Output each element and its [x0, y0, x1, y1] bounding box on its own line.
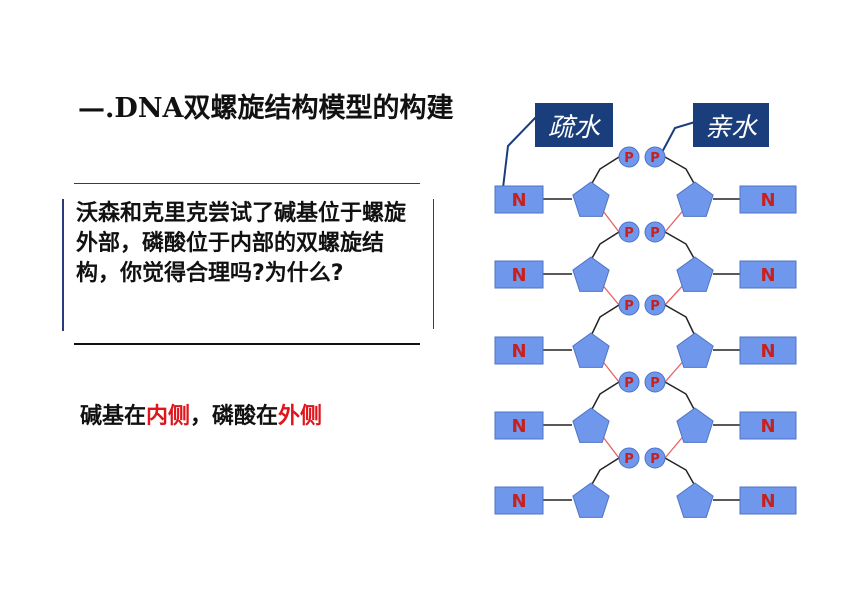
- base-right: [739, 411, 797, 440]
- hydrophilic-label-text: 亲水: [705, 113, 758, 143]
- phosphate-group: [618, 294, 640, 316]
- backbone-link-right: [664, 381, 696, 412]
- backbone-link-left: [590, 457, 620, 487]
- base-label-left: N: [511, 341, 526, 362]
- phosphate-label: P: [650, 151, 660, 166]
- base-label-right: N: [760, 190, 775, 211]
- question-text: 沃森和克里克尝试了碱基位于螺旋外部，磷酸位于内部的双螺旋结构，你觉得合理吗?为什…: [76, 201, 407, 286]
- phosphate-label: P: [624, 151, 634, 166]
- sugar-pentagon-left: [572, 407, 610, 443]
- phosphate-label: P: [650, 299, 660, 314]
- question-box-bottom-border: [74, 343, 420, 345]
- sugar-pentagon-right: [676, 181, 714, 217]
- hydrophobic-label-text: 疏水: [548, 113, 601, 143]
- sugar-pentagon-left: [572, 332, 610, 368]
- phosphate-label: P: [624, 299, 634, 314]
- base-label-right: N: [760, 265, 775, 286]
- base-left: [494, 260, 544, 289]
- base-label-right: N: [760, 341, 775, 362]
- phosphate-label: P: [624, 452, 634, 467]
- phosphate-label: P: [624, 226, 634, 241]
- backbone-link-left: [590, 381, 620, 412]
- answer-part-3: ，磷酸在: [190, 404, 279, 429]
- phosphate-group: [618, 146, 640, 168]
- base-label-right: N: [760, 491, 775, 512]
- hydrophobic-label: 疏水: [535, 103, 613, 147]
- phosphate-group: [644, 447, 666, 469]
- backbone-link-left: [590, 304, 620, 337]
- question-box: 沃森和克里克尝试了碱基位于螺旋外部，磷酸位于内部的双螺旋结构，你觉得合理吗?为什…: [62, 183, 434, 345]
- phosphate-label: P: [624, 376, 634, 391]
- phosphate-label: P: [650, 376, 660, 391]
- base-left: [494, 486, 544, 515]
- answer-part-1: 碱基在: [80, 404, 147, 429]
- base-left: [494, 411, 544, 440]
- dna-ladder: P P P P P P P P P P N N N N N N N N N N: [494, 146, 797, 518]
- question-box-right-border: [433, 199, 434, 329]
- question-box-top-border: [74, 183, 420, 184]
- backbone-link-right: [664, 457, 696, 487]
- base-left: [494, 336, 544, 365]
- backbone-link-left: [590, 231, 620, 261]
- sugar-pentagon-right: [676, 482, 714, 518]
- sugar-pentagon-right: [676, 332, 714, 368]
- sugar-pentagon-right: [676, 256, 714, 292]
- base-right: [739, 260, 797, 289]
- base-label-left: N: [511, 265, 526, 286]
- question-box-left-border: [62, 199, 64, 331]
- backbone-link-left: [590, 156, 620, 186]
- sugar-pentagon-left: [572, 256, 610, 292]
- phosphate-group: [618, 371, 640, 393]
- phosphate-group: [644, 294, 666, 316]
- phosphate-label: P: [650, 226, 660, 241]
- phosphate-group: [644, 221, 666, 243]
- base-right: [739, 486, 797, 515]
- backbone-link-right: [664, 156, 696, 186]
- answer-highlight-inside: 内侧: [146, 404, 191, 429]
- phosphate-group: [644, 146, 666, 168]
- phosphate-group: [618, 221, 640, 243]
- base-left: [494, 185, 544, 214]
- hydrophobic-pointer-line: [502, 115, 538, 189]
- base-right: [739, 336, 797, 365]
- base-label-left: N: [511, 190, 526, 211]
- answer-text: 碱基在内侧，磷酸在外侧: [80, 398, 322, 430]
- phosphate-group: [618, 447, 640, 469]
- sugar-pentagon-left: [572, 482, 610, 518]
- backbone-link-right: [664, 304, 696, 337]
- base-label-left: N: [511, 416, 526, 437]
- base-right: [739, 185, 797, 214]
- sugar-pentagon-left: [572, 181, 610, 217]
- base-label-left: N: [511, 491, 526, 512]
- base-label-right: N: [760, 416, 775, 437]
- hydrophilic-label: 亲水: [693, 103, 769, 147]
- answer-highlight-outside: 外侧: [278, 404, 323, 429]
- backbone-link-right: [664, 231, 696, 261]
- sugar-pentagon-right: [676, 407, 714, 443]
- phosphate-group: [644, 371, 666, 393]
- page-title: —.DNA双螺旋结构模型的构建: [78, 93, 454, 124]
- phosphate-label: P: [650, 452, 660, 467]
- hydrophilic-pointer-line: [659, 121, 696, 157]
